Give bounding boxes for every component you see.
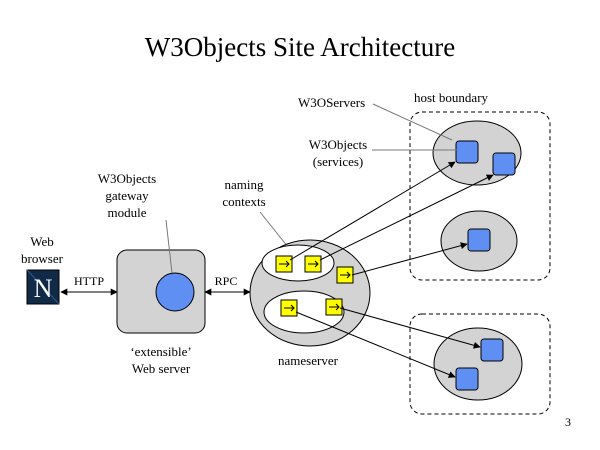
leader-w3oservers <box>372 103 453 141</box>
reference-arrow <box>351 242 468 276</box>
web-server-label: Web server <box>132 361 191 376</box>
w3oservers-label: W3OServers <box>298 95 365 110</box>
naming-context-group <box>261 244 335 282</box>
reference-arrow <box>289 161 456 261</box>
naming-context <box>325 298 343 316</box>
service-object <box>467 228 491 252</box>
gateway-module-label: module <box>108 205 147 220</box>
web-browser-label: browser <box>21 251 64 266</box>
w3oserver-3 <box>433 327 523 401</box>
gateway-module <box>155 272 195 312</box>
host-boundary-top <box>409 111 551 281</box>
nameserver-label: nameserver <box>278 353 339 368</box>
naming-context <box>304 255 322 273</box>
service-object <box>455 367 479 391</box>
reference-arrow <box>319 174 494 261</box>
host-boundary-label: host boundary <box>414 90 489 105</box>
w3objects-services-label: (services) <box>313 154 364 169</box>
reference-arrow <box>339 307 481 349</box>
reference-arrow <box>295 311 456 378</box>
leader-gateway <box>165 219 173 274</box>
web-server-label: ‘extensible’ <box>130 344 191 359</box>
service-object <box>492 152 516 176</box>
web-browser-label: Web <box>30 234 54 249</box>
gateway-module-label: W3Objects <box>98 171 156 186</box>
naming-context <box>280 299 298 317</box>
diagram-title: W3Objects Site Architecture <box>145 32 455 62</box>
browser-logo-icon: N <box>26 269 60 305</box>
service-object <box>455 140 479 164</box>
http-label: HTTP <box>74 274 104 288</box>
page-number: 3 <box>565 415 571 429</box>
rpc-label: RPC <box>215 274 238 288</box>
svg-text:N: N <box>34 274 53 303</box>
w3objects-services-label: W3Objects <box>309 137 367 152</box>
naming-context <box>336 266 354 284</box>
naming-contexts-label: naming <box>225 177 264 192</box>
naming-context <box>275 255 293 273</box>
service-object <box>480 338 504 362</box>
naming-contexts-label: contexts <box>222 194 265 209</box>
gateway-module-label: gateway <box>105 188 149 203</box>
host-boundary-bottom <box>409 313 551 415</box>
